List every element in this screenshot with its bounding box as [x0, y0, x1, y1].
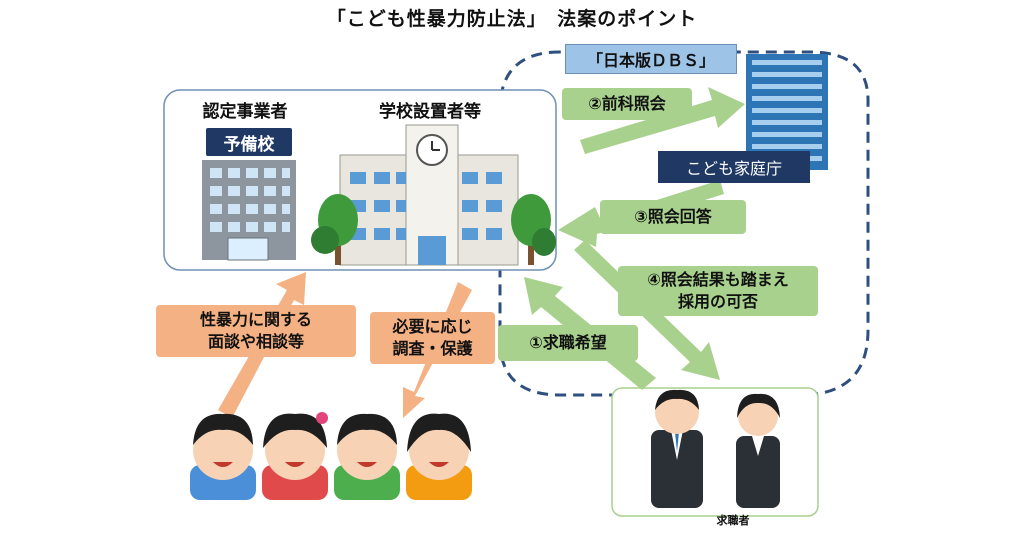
investigation-label: 必要に応じ 調査・保護 [370, 312, 495, 364]
page-title: 「こども性暴力防止法」 法案のポイント [326, 8, 698, 30]
cram-school-sign: 予備校 [206, 128, 292, 156]
reply-label: ③照会回答 [600, 200, 746, 234]
school-founder-label: 学校設置者等 [379, 102, 481, 122]
cram-school-building-icon [202, 160, 296, 261]
arrow-inquiry [580, 87, 745, 154]
school-building-icon [311, 124, 556, 266]
job-application-label: ①求職希望 [498, 325, 638, 361]
applicant-box [611, 387, 819, 517]
inquiry-label: ②前科照会 [562, 88, 692, 120]
applicants-icon [651, 389, 780, 508]
dbs-label: 「日本版ＤＢＳ」 [565, 44, 737, 74]
interview-label: 性暴力に関する 面談や相談等 [156, 305, 356, 357]
certified-operator-label: 認定事業者 [202, 102, 288, 122]
applicant-label: 求職者 [716, 514, 750, 527]
children-group-icon [190, 412, 472, 500]
hiring-decision-label: ④照会結果も踏まえ 採用の可否 [618, 266, 818, 316]
agency-label: こども家庭庁 [658, 151, 810, 183]
agency-tower-icon [746, 54, 828, 170]
